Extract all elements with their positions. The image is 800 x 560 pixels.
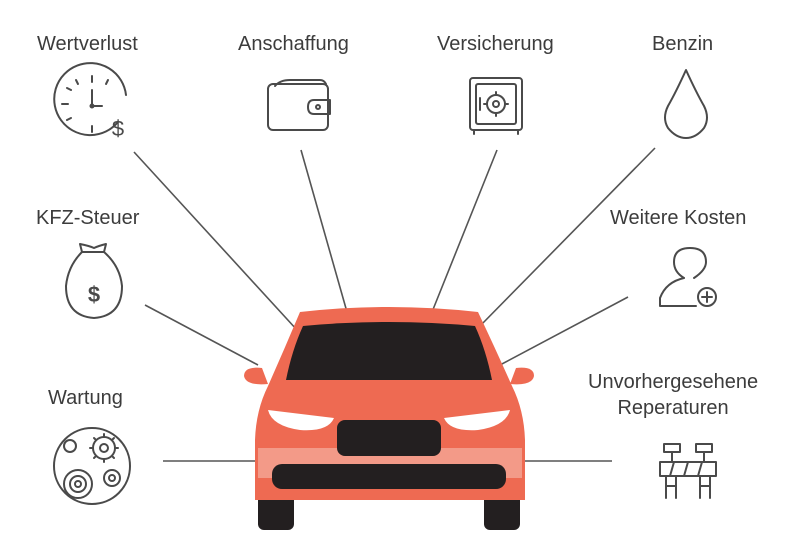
car-headlight-right	[444, 410, 510, 431]
label-versicherung: Versicherung	[437, 33, 554, 55]
gears-icon	[53, 427, 131, 505]
label-anschaffung: Anschaffung	[238, 33, 349, 55]
clock-dollar-icon: $	[53, 62, 127, 141]
car-lower-intake	[272, 464, 506, 489]
car-mirror-right	[510, 367, 534, 385]
car-windshield	[286, 322, 492, 380]
label-unvorhergesehene-line2: Reperaturen	[617, 397, 729, 419]
label-benzin: Benzin	[652, 33, 714, 55]
line-versicherung	[431, 149, 498, 313]
line-benzin	[479, 147, 656, 327]
money-bag-icon: $	[65, 243, 123, 319]
svg-text:$: $	[88, 282, 100, 307]
car	[244, 307, 534, 530]
safe-icon	[469, 77, 523, 135]
line-anschaffung	[300, 149, 348, 313]
line-weitere-kosten	[499, 296, 629, 366]
line-kfz-steuer	[144, 304, 259, 366]
user-plus-icon	[659, 247, 717, 307]
label-kfz-steuer: KFZ-Steuer	[36, 207, 140, 229]
line-wertverlust	[133, 151, 298, 331]
car-mirror-left	[244, 367, 268, 385]
connector-lines	[133, 147, 656, 462]
label-weitere-kosten: Weitere Kosten	[610, 207, 747, 229]
svg-text:$: $	[112, 116, 124, 141]
drop-icon	[664, 69, 708, 139]
car-headlight-left	[268, 410, 334, 431]
label-unvorhergesehene-line1: Unvorhergesehene	[588, 371, 759, 393]
label-wartung: Wartung	[48, 387, 123, 409]
barrier-icon	[659, 443, 717, 499]
label-unvorhergesehene: Unvorhergesehene Reperaturen	[588, 370, 758, 420]
label-wertverlust: Wertverlust	[37, 33, 138, 55]
wallet-icon	[267, 79, 331, 131]
car-grille	[337, 420, 441, 456]
